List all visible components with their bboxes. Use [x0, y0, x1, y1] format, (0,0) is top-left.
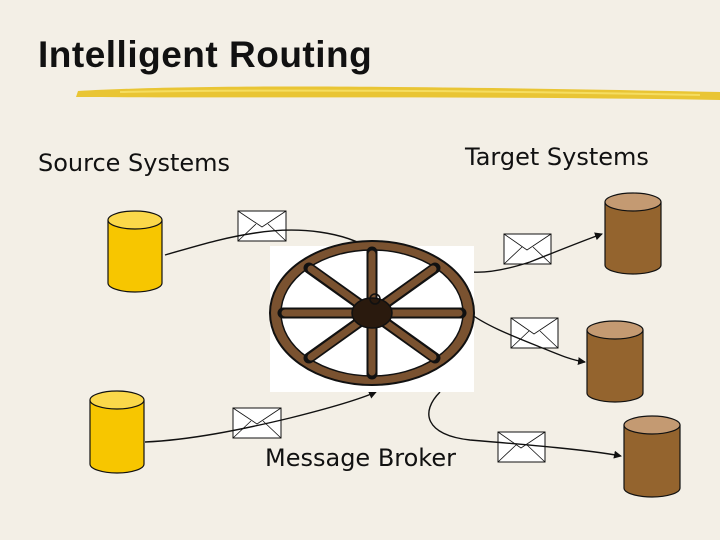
- target-database-1: [604, 192, 662, 275]
- broker-to-target-3-arrow: [428, 391, 622, 459]
- target-database-3: [623, 415, 681, 498]
- wagon-wheel-icon: [269, 240, 475, 392]
- envelope-icon: [503, 233, 552, 265]
- envelope-icon: [237, 210, 287, 242]
- target-database-2: [586, 320, 644, 403]
- message-broker-label: Message Broker: [265, 444, 456, 472]
- envelope-icon: [497, 431, 546, 463]
- title-underline-highlight: [119, 89, 701, 96]
- source-1-to-broker-arrow: [164, 229, 373, 256]
- source-2-to-broker-arrow: [144, 391, 377, 443]
- envelope-icon: [510, 317, 559, 349]
- envelope-icon: [232, 407, 282, 439]
- source-database-1: [107, 210, 163, 293]
- broker-to-target-2-arrow: [467, 311, 586, 366]
- slide-title: Intelligent Routing: [38, 34, 373, 75]
- source-database-2: [89, 390, 145, 474]
- target-systems-label: Target Systems: [465, 143, 649, 171]
- source-systems-label: Source Systems: [38, 149, 231, 177]
